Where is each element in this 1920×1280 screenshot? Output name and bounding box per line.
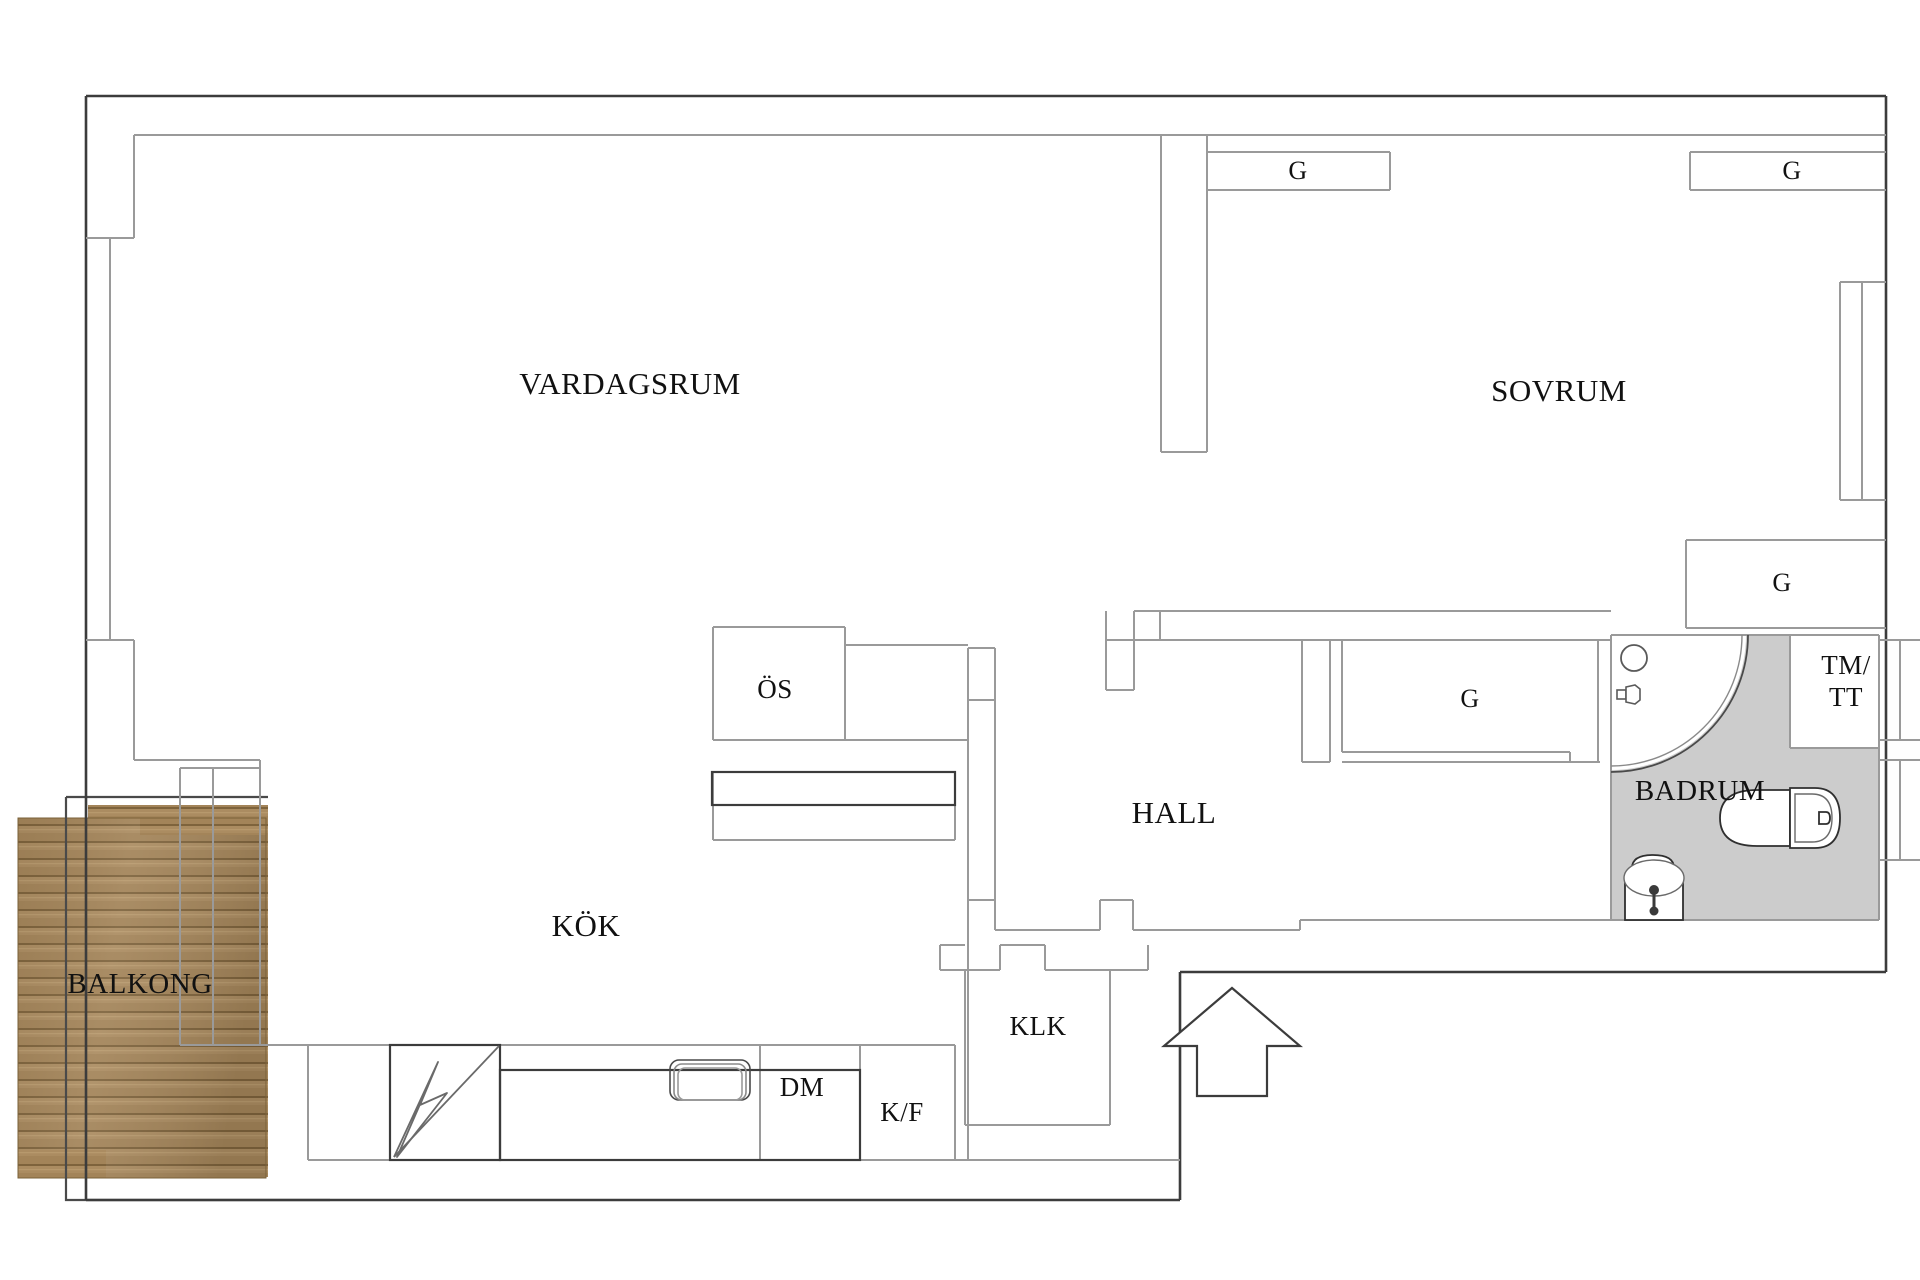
- room-label-badrum: BADRUM: [1634, 775, 1766, 807]
- stove-lightning-icon: [393, 1045, 500, 1158]
- outer-walls: [84, 94, 1888, 1202]
- room-label-kok: KÖK: [551, 908, 621, 943]
- room-label-sovrum: SOVRUM: [1491, 373, 1627, 408]
- room-label-klk: KLK: [1009, 1011, 1067, 1041]
- toilet-icon: [1719, 787, 1841, 849]
- kitchen-island: [388, 770, 957, 1162]
- room-label-hall: HALL: [1131, 795, 1217, 830]
- shower-head-icon: [1620, 644, 1648, 672]
- balkong-deck: [17, 805, 268, 1179]
- shower-mixer-icon: [1616, 684, 1641, 705]
- appliance-label-tm-tt-line2: TT: [1828, 681, 1863, 712]
- closet-label-g-bedroom-lower: G: [1772, 568, 1792, 597]
- closet-label-g-bedroom-left: G: [1288, 156, 1308, 185]
- shower-corner-icon: [1610, 634, 1749, 773]
- washbasin-icon: [1623, 854, 1685, 921]
- room-label-vardagsrum: VARDAGSRUM: [519, 366, 741, 401]
- room-label-os: ÖS: [757, 674, 793, 704]
- appliance-label-dm: DM: [779, 1072, 825, 1102]
- closet-label-g-bedroom-right: G: [1782, 156, 1802, 185]
- appliance-label-tm-tt-line1: TM/: [1821, 650, 1871, 680]
- kitchen-sink-icon: [669, 1059, 751, 1101]
- appliance-label-tm-tt: TM/ TT: [1821, 650, 1871, 714]
- entrance-arrow-icon: [1161, 986, 1303, 1098]
- appliance-label-kf: K/F: [880, 1097, 924, 1127]
- closet-label-g-hall: G: [1460, 684, 1480, 713]
- room-label-balkong: BALKONG: [67, 968, 213, 1000]
